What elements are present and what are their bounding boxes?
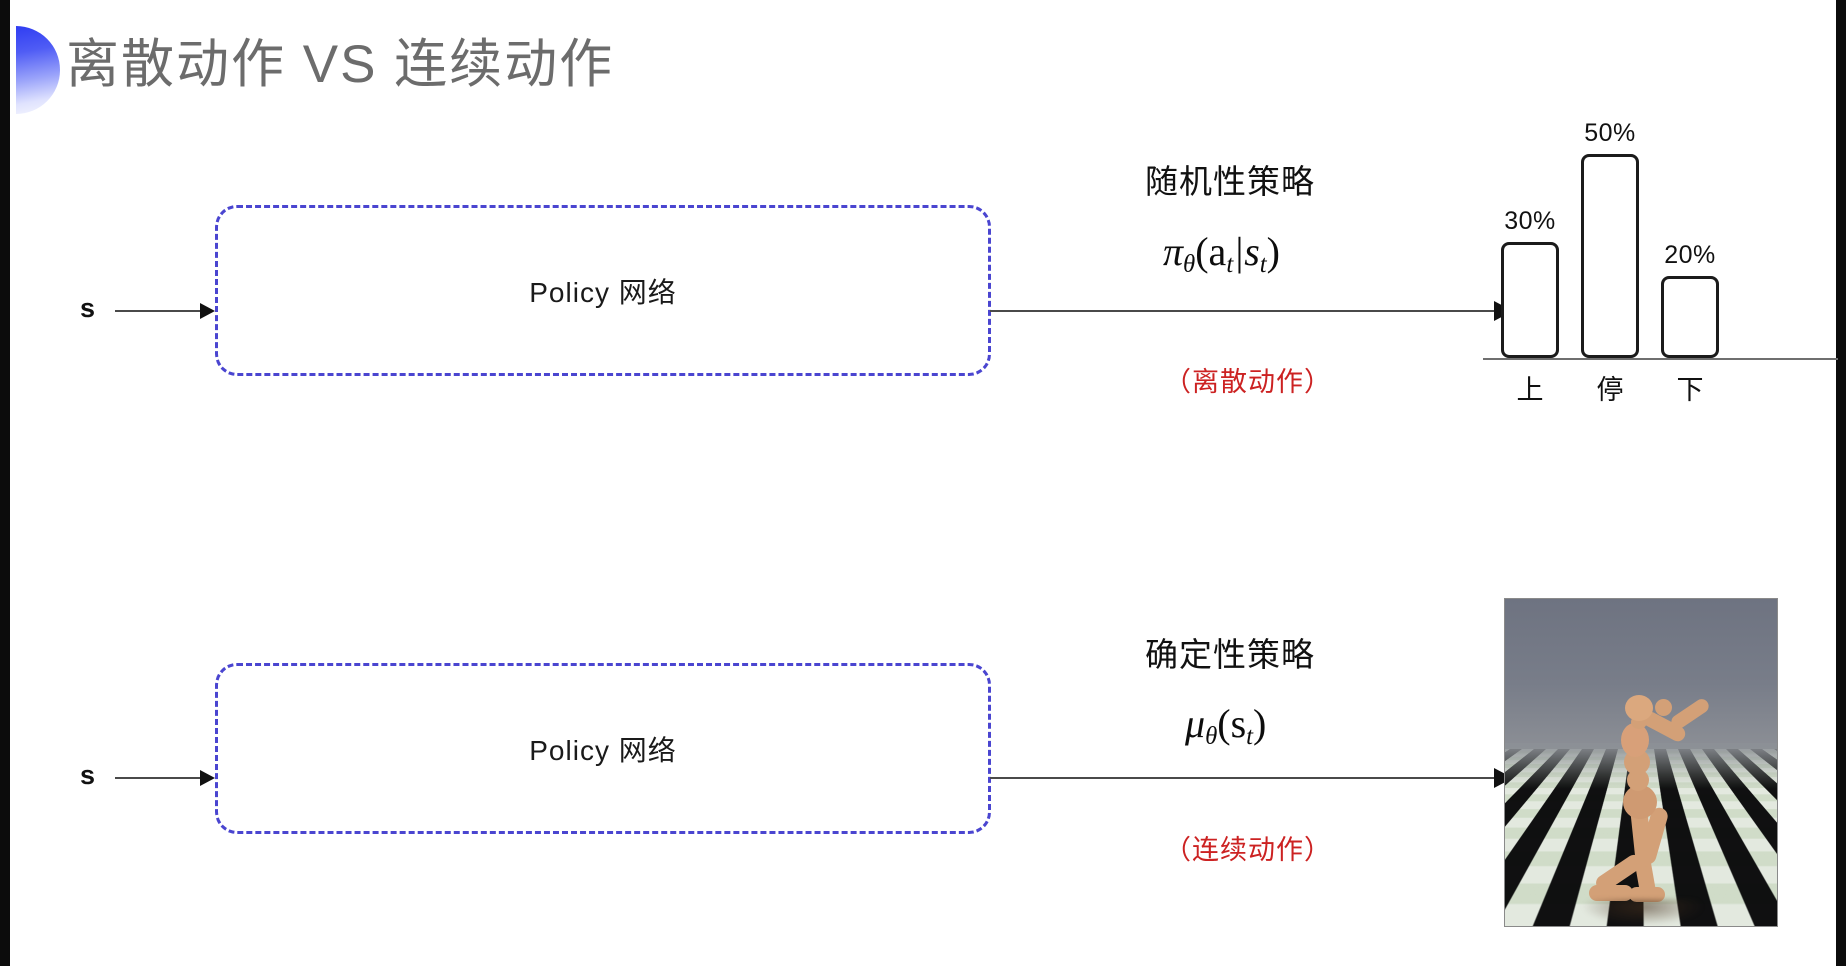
bar-tick-label-0: 上: [1516, 375, 1544, 405]
page-title: 离散动作 VS 连续动作: [66, 35, 615, 94]
bar-rect-1: [1581, 154, 1639, 358]
humanoid-left-foot: [1589, 885, 1633, 901]
action-type-note-discrete: （离散动作）: [1164, 367, 1332, 397]
action-type-note-continuous: （连续动作）: [1164, 835, 1332, 865]
formula-close-continuous: ): [1253, 701, 1267, 746]
bar-value-label-1: 50%: [1584, 119, 1636, 147]
formula-args-continuous: (s: [1217, 701, 1247, 746]
state-input-arrow-continuous: [115, 770, 215, 786]
policy-output-arrow-discrete: [990, 301, 1513, 321]
bar-chart-plot-area: 30% 50% 20%: [1483, 96, 1838, 358]
formula-sep-discrete: |s: [1233, 229, 1260, 274]
policy-network-box-continuous[interactable]: Policy 网络: [215, 663, 991, 834]
formula-close-discrete: ): [1266, 229, 1280, 274]
left-edge-bar: [0, 0, 10, 966]
bar-tick-label-2: 下: [1676, 375, 1704, 405]
continuous-action-row: s Policy 网络 确定性策略 μθ(st) （连续动作）: [0, 470, 1846, 966]
formula-arg-sub1-discrete: t: [1226, 250, 1234, 278]
formula-base-discrete: π: [1163, 229, 1184, 274]
humanoid-floor-reflection: [1583, 899, 1703, 925]
bar-tick-label-1: 停: [1596, 375, 1624, 405]
formula-arg-sub2-discrete: t: [1259, 250, 1267, 278]
bar-column-2: 20%: [1661, 241, 1719, 358]
right-edge-bar: [1836, 0, 1846, 966]
bar-chart-x-axis: [1483, 358, 1838, 360]
policy-formula-discrete: πθ(at|st): [1163, 228, 1280, 279]
action-probability-bar-chart: 30% 50% 20% 上 停 下: [1483, 96, 1838, 451]
bar-rect-0: [1501, 242, 1559, 358]
discrete-action-row: s Policy 网络 随机性策略 πθ(at|st) （离散动作） 30% 5…: [80, 96, 1838, 451]
formula-base-sub-continuous: θ: [1205, 722, 1218, 750]
bar-column-1: 50%: [1581, 119, 1639, 358]
state-input-label-discrete: s: [80, 293, 96, 323]
policy-network-label-continuous: Policy 网络: [529, 734, 677, 766]
bar-value-label-0: 30%: [1504, 207, 1556, 235]
policy-output-arrow-continuous: [990, 768, 1513, 788]
policy-kind-label-continuous: 确定性策略: [1145, 636, 1315, 673]
humanoid-simulation-image: [1504, 598, 1778, 927]
bar-rect-2: [1661, 276, 1719, 358]
formula-args-discrete: (a: [1195, 229, 1227, 274]
bar-value-label-2: 20%: [1664, 241, 1716, 269]
policy-network-box-discrete[interactable]: Policy 网络: [215, 205, 991, 376]
state-input-label-continuous: s: [80, 760, 96, 790]
humanoid-head: [1625, 695, 1653, 721]
formula-base-sub-discrete: θ: [1183, 250, 1196, 278]
formula-base-continuous: μ: [1185, 701, 1206, 746]
policy-network-label-discrete: Policy 网络: [529, 276, 677, 308]
policy-formula-continuous: μθ(st): [1185, 700, 1266, 751]
humanoid-right-foot: [1629, 887, 1665, 902]
humanoid-chest: [1621, 723, 1649, 757]
humanoid-hand: [1655, 699, 1672, 716]
formula-arg-sub1-continuous: t: [1246, 722, 1254, 750]
policy-kind-label-discrete: 随机性策略: [1145, 163, 1315, 200]
state-input-arrow-discrete: [115, 303, 215, 319]
bar-column-0: 30%: [1501, 207, 1559, 358]
